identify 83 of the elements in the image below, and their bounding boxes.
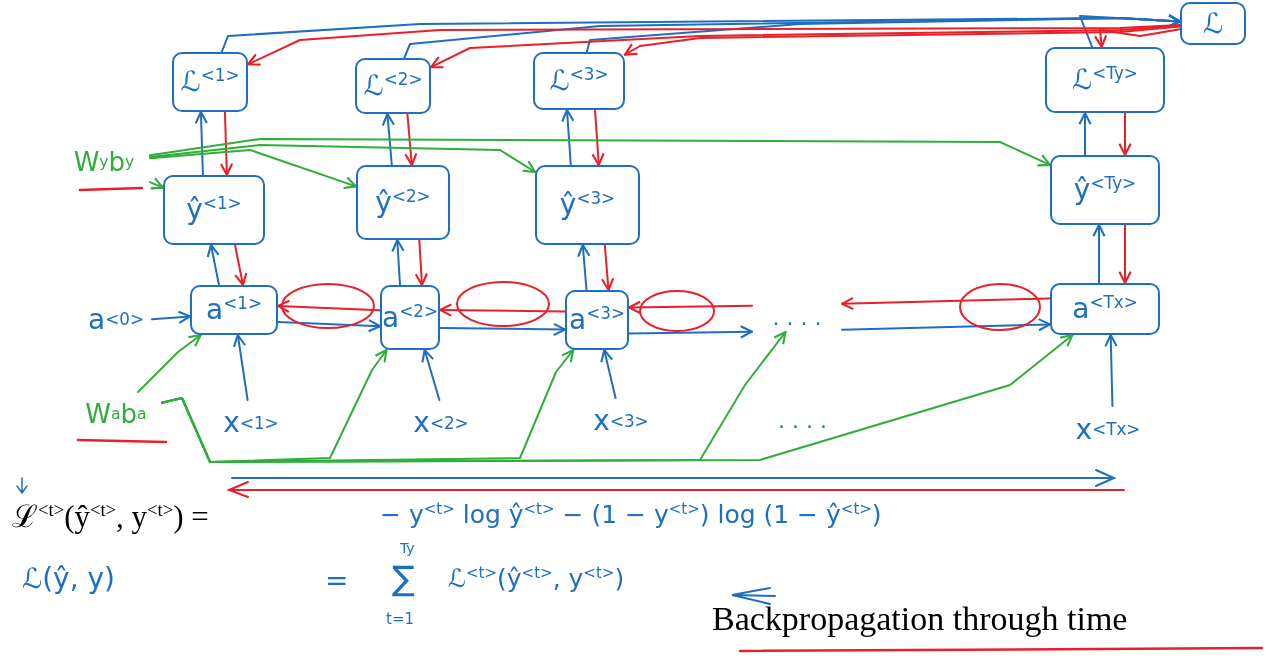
arrow bbox=[404, 113, 418, 167]
formula-text: − y$^{<t>}$ log ŷ$^{<t>}$ − (1 − y$^{<t>}$) log (1 − ŷ$^{<t>}$) bbox=[380, 500, 882, 530]
ellipsis: . . . . bbox=[752, 302, 842, 332]
node-box bbox=[190, 285, 278, 335]
arrow bbox=[1078, 111, 1092, 156]
arrow bbox=[149, 177, 165, 190]
variable-label: ŷ$^{<2>}$ bbox=[375, 185, 431, 220]
caption-text: Backpropagation through time bbox=[712, 600, 1128, 638]
ellipsis: . . . . bbox=[778, 408, 827, 433]
arrow bbox=[161, 333, 1074, 463]
arrow bbox=[234, 244, 248, 287]
arrow bbox=[206, 243, 220, 286]
arrow bbox=[1079, 14, 1182, 48]
arrow bbox=[1118, 112, 1132, 157]
arrow bbox=[577, 243, 591, 291]
arrow bbox=[381, 112, 395, 166]
arrow bbox=[439, 322, 567, 337]
arrow bbox=[149, 144, 537, 174]
arrow bbox=[1092, 223, 1106, 284]
variable-label: ℒ$^{<Ty>}$ bbox=[1072, 63, 1138, 97]
formula-text: = bbox=[325, 564, 349, 597]
arrow bbox=[137, 333, 202, 393]
node-box bbox=[356, 165, 450, 240]
arrow bbox=[149, 149, 358, 190]
formula-text: ∑ bbox=[392, 558, 415, 598]
formula-text: ℒ(ŷ, y) bbox=[22, 562, 115, 595]
node-box bbox=[163, 175, 265, 245]
arrow bbox=[627, 300, 753, 314]
arrow bbox=[194, 110, 208, 176]
arrow bbox=[414, 239, 428, 287]
node-box bbox=[380, 285, 440, 350]
variable-label: x$^{<Tx>}$ bbox=[1062, 406, 1154, 452]
arrow bbox=[600, 244, 615, 292]
arrow bbox=[429, 24, 1181, 69]
variable-label: a$^{<2>}$ bbox=[382, 300, 438, 335]
arrow bbox=[232, 333, 249, 401]
variable-label: x$^{<3>}$ bbox=[582, 398, 660, 443]
arrow bbox=[1093, 28, 1181, 49]
arrow bbox=[628, 325, 754, 339]
node-box bbox=[1050, 283, 1160, 335]
arrow bbox=[591, 109, 605, 167]
arrow bbox=[276, 299, 381, 313]
node-box bbox=[1045, 47, 1165, 113]
arrow bbox=[561, 108, 575, 166]
node-box bbox=[533, 52, 625, 110]
node-box bbox=[535, 165, 640, 245]
arrow bbox=[1104, 333, 1118, 407]
arrow bbox=[841, 318, 1052, 332]
arrow bbox=[421, 348, 441, 401]
formula-text: ℒ$^{<t>}$(ŷ$^{<t>}$, y$^{<t>}$) = bbox=[12, 497, 209, 536]
arrow bbox=[840, 296, 1051, 311]
formula-text: Ty bbox=[400, 540, 415, 556]
node-box bbox=[355, 58, 431, 114]
variable-label: ŷ$^{<3>}$ bbox=[559, 188, 616, 222]
arrow bbox=[585, 14, 1182, 53]
variable-label: ℒ$^{<1>}$ bbox=[180, 65, 240, 99]
variable-label: a$^{<0>}$ bbox=[80, 298, 152, 340]
variable-label: ŷ$^{<1>}$ bbox=[186, 193, 242, 227]
arrow bbox=[600, 348, 617, 399]
variable-label: ŷ$^{<Ty>}$ bbox=[1073, 173, 1137, 207]
arrow bbox=[1118, 224, 1132, 285]
formula-text: ℒ$^{<t>}$(ŷ$^{<t>}$, y$^{<t>}$) bbox=[448, 564, 625, 594]
arrow bbox=[149, 138, 1052, 167]
variable-label: a$^{<3>}$ bbox=[569, 303, 625, 337]
variable-label: ℒ$^{<2>}$ bbox=[363, 69, 423, 103]
arrow bbox=[391, 238, 405, 286]
variable-label: ℒ$^{<3>}$ bbox=[549, 64, 609, 98]
arrow bbox=[246, 24, 1181, 66]
arrow bbox=[277, 319, 382, 333]
variable-label: x$^{<2>}$ bbox=[402, 400, 480, 445]
variable-label: x$^{<1>}$ bbox=[212, 400, 290, 445]
arrow bbox=[151, 310, 192, 324]
arrow bbox=[623, 25, 1181, 56]
formula-text: t=1 bbox=[386, 610, 414, 628]
variable-label: a$^{<1>}$ bbox=[206, 293, 262, 327]
node-box bbox=[1180, 2, 1246, 45]
arrow bbox=[438, 303, 566, 317]
node-box bbox=[1050, 155, 1160, 225]
arrow bbox=[219, 111, 234, 177]
node-box bbox=[565, 290, 629, 350]
variable-label: ℒ bbox=[1202, 7, 1224, 40]
variable-label: a$^{<Tx>}$ bbox=[1072, 292, 1138, 326]
node-box bbox=[172, 52, 248, 112]
